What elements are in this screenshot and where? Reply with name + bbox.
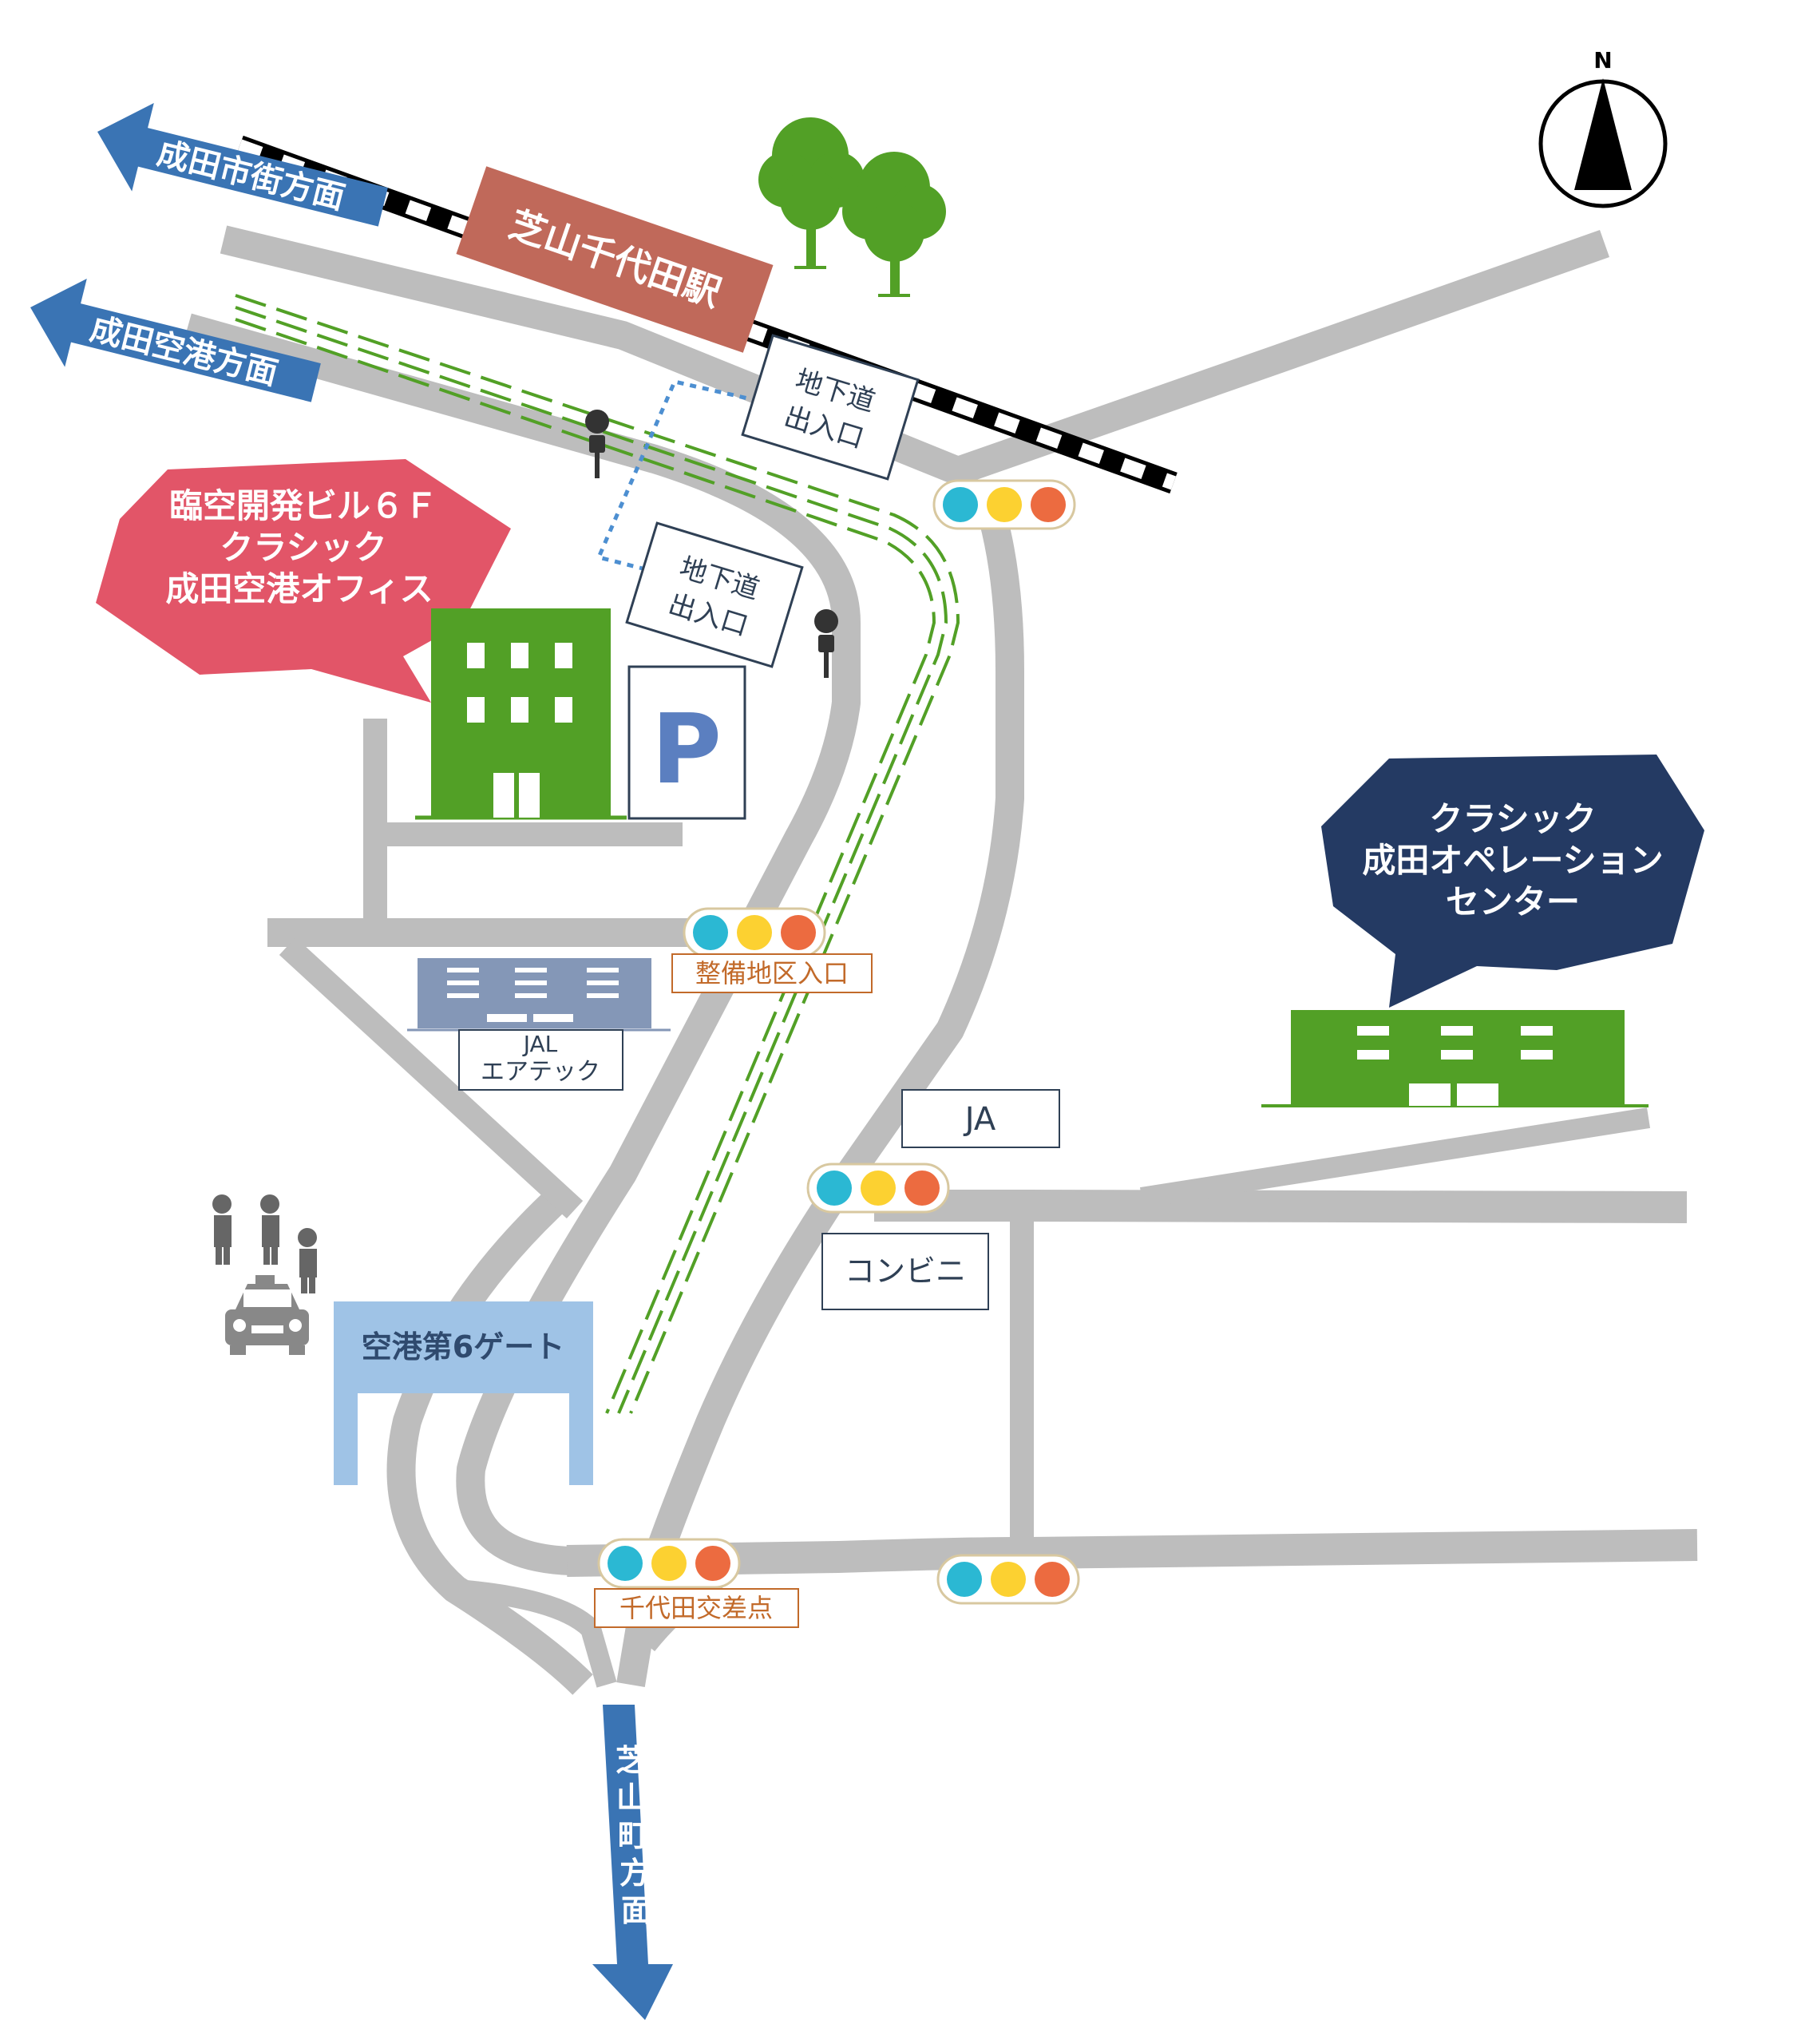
- jal-sign: JAL エアテック: [458, 1029, 623, 1091]
- signal-yellow-light: [737, 915, 772, 950]
- gate-label: 空港第6ゲート: [362, 1329, 564, 1365]
- road-north-lower-curve: [184, 313, 861, 1575]
- signal-yellow-light: [991, 1562, 1026, 1597]
- signal-yellow-light: [651, 1546, 687, 1581]
- underpass-sign-1: 地下道 出入口: [741, 334, 920, 481]
- ops-callout-line1: クラシック: [1429, 799, 1596, 838]
- traffic-signals: [597, 479, 1080, 1605]
- ops-center-callout: クラシック 成田オペレーション センター: [1321, 755, 1704, 1008]
- signal-yellow-light: [861, 1171, 896, 1206]
- parking-sign: P: [627, 665, 746, 820]
- office-callout-line3: 成田空港オフィス: [165, 569, 433, 608]
- jal-line1: JAL: [522, 1031, 558, 1057]
- ja-label: JA: [963, 1101, 996, 1138]
- arrow-shibayama: 芝 山 町 方 面: [592, 1705, 673, 2020]
- ops-callout-line3: センター: [1446, 882, 1580, 921]
- traffic-signal-icon: [683, 907, 826, 958]
- intersection-seibi-text: 整備地区入口: [695, 958, 849, 988]
- ops-center-building-icon: [1261, 1010, 1649, 1107]
- green-route-line: [235, 294, 960, 1414]
- road-ja-east: [874, 1190, 1688, 1223]
- office-building-icon: [415, 608, 627, 820]
- convenience-store-sign: コンビニ: [821, 1233, 989, 1310]
- signal-red-light: [904, 1171, 940, 1206]
- police-icon: [212, 1194, 317, 1293]
- traffic-signal-icon: [932, 479, 1076, 530]
- traffic-signal-icon: [806, 1163, 950, 1214]
- underpass-sign-2: 地下道 出入口: [625, 521, 804, 668]
- signal-yellow-light: [987, 487, 1022, 522]
- traffic-signal-icon: [597, 1538, 741, 1589]
- signal-blue-light: [943, 487, 978, 522]
- signal-red-light: [781, 915, 816, 950]
- ops-callout-line2: 成田オペレーション: [1362, 841, 1663, 880]
- intersection-label-seibi: 整備地区入口: [671, 953, 873, 993]
- office-callout-line1: 臨空開発ビル６Ｆ: [169, 486, 437, 525]
- tree-icon: [842, 152, 946, 297]
- arrow-shibayama-char-5: 面: [621, 1893, 651, 1928]
- road-network: [184, 225, 1698, 1695]
- signal-blue-light: [947, 1562, 982, 1597]
- road-ops-diagonal: [1139, 1107, 1651, 1208]
- road-seibi-diagonal: [279, 937, 584, 1219]
- tree-icon: [758, 117, 865, 269]
- signal-blue-light: [817, 1171, 852, 1206]
- signal-red-light: [695, 1546, 730, 1581]
- arrow-city: 成田市街方面: [97, 103, 388, 227]
- arrow-shibayama-char-4: 方: [619, 1856, 650, 1891]
- compass-north-label: N: [1593, 47, 1612, 73]
- jal-building-icon: [407, 958, 671, 1032]
- road-chiyoda-east: [566, 1529, 1698, 1577]
- airport-gate: 空港第6ゲート: [334, 1301, 593, 1485]
- traffic-signal-icon: [936, 1554, 1080, 1605]
- convenience-label: コンビニ: [845, 1254, 966, 1289]
- road-west-loop: [386, 1186, 593, 1695]
- office-callout-line2: クラシック: [220, 528, 386, 567]
- jal-line2: エアテック: [481, 1058, 600, 1086]
- intersection-label-chiyoda: 千代田交差点: [594, 1588, 799, 1628]
- arrow-airport-label: 成田空港方面: [86, 311, 281, 393]
- compass-icon: N: [1538, 47, 1668, 208]
- road-north-upper: [220, 225, 1610, 485]
- parking-letter: P: [651, 695, 722, 806]
- road-west-branch: [446, 1579, 617, 1688]
- signal-blue-light: [608, 1546, 643, 1581]
- bus-stop-icon: [585, 410, 609, 478]
- underpass-route: [596, 379, 759, 571]
- arrow-shibayama-char-2: 山: [616, 1781, 647, 1816]
- intersection-chiyoda-text: 千代田交差点: [619, 1593, 773, 1623]
- arrow-shibayama-char-1: 芝: [615, 1743, 646, 1778]
- signal-blue-light: [693, 915, 728, 950]
- bus-stop-icon: [814, 609, 838, 678]
- signal-red-light: [1035, 1562, 1070, 1597]
- office-callout: 臨空開発ビル６Ｆ クラシック 成田空港オフィス: [96, 459, 511, 703]
- ja-sign: JA: [901, 1089, 1060, 1148]
- signal-red-light: [1031, 487, 1066, 522]
- arrow-shibayama-char-3: 町: [618, 1818, 648, 1853]
- police-car-icon: [225, 1275, 309, 1355]
